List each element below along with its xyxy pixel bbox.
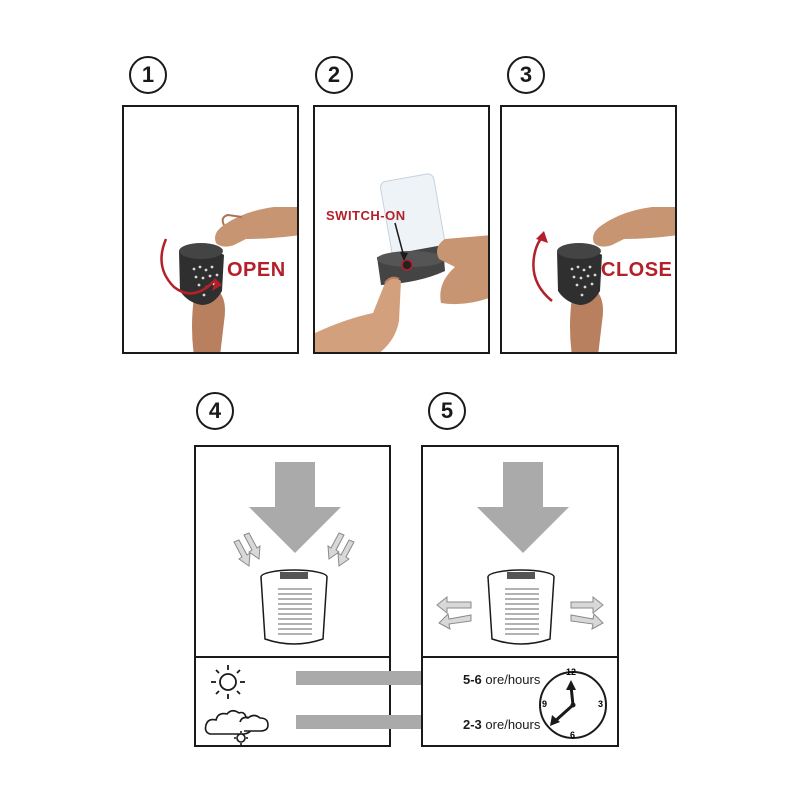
step-2-panel: SWITCH-ON <box>313 105 490 354</box>
open-label: OPEN <box>227 259 286 281</box>
step-5-panel <box>421 445 619 658</box>
weather-panel <box>194 656 391 747</box>
solar-light-icon <box>487 569 555 645</box>
sunny-duration: 5-6 ore/hours <box>463 672 540 687</box>
step-1-panel: OPEN <box>122 105 299 354</box>
weather-icons <box>204 665 269 745</box>
light-emitting-illustration <box>436 462 604 645</box>
cloudy-unit: ore/hours <box>485 717 541 732</box>
step-4-panel <box>194 445 391 658</box>
switch-on-label: SWITCH-ON <box>326 208 406 223</box>
solar-light-icon <box>179 243 224 305</box>
clock-number-12: 12 <box>566 667 577 677</box>
step-4-number: 4 <box>196 392 234 430</box>
clock-number-6: 6 <box>570 730 576 740</box>
solar-light-icon <box>557 243 602 305</box>
solar-light-icon <box>260 569 328 645</box>
sun-icon <box>211 665 245 699</box>
step-2-number: 2 <box>315 56 353 94</box>
open-illustration <box>160 207 297 352</box>
step-3-panel: CLOSE <box>500 105 677 354</box>
close-illustration <box>532 207 675 352</box>
cloudy-hours: 2-3 <box>463 717 482 732</box>
clock-number-3: 3 <box>598 699 604 709</box>
cloudy-duration: 2-3 ore/hours <box>463 717 540 732</box>
cloud-sun-icon <box>204 709 269 745</box>
step-3-number: 3 <box>507 56 545 94</box>
close-label: CLOSE <box>601 259 673 281</box>
duration-panel: 5-6 ore/hours 2-3 ore/hours 12 3 6 9 <box>421 656 619 747</box>
sunny-hours: 5-6 <box>463 672 482 687</box>
step-1-number: 1 <box>129 56 167 94</box>
switch-on-illustration <box>315 173 488 352</box>
step-5-number: 5 <box>428 392 466 430</box>
sunny-unit: ore/hours <box>485 672 541 687</box>
clock-icon <box>539 671 607 739</box>
clock-number-9: 9 <box>542 699 548 709</box>
sunlight-charging-illustration <box>233 462 355 645</box>
